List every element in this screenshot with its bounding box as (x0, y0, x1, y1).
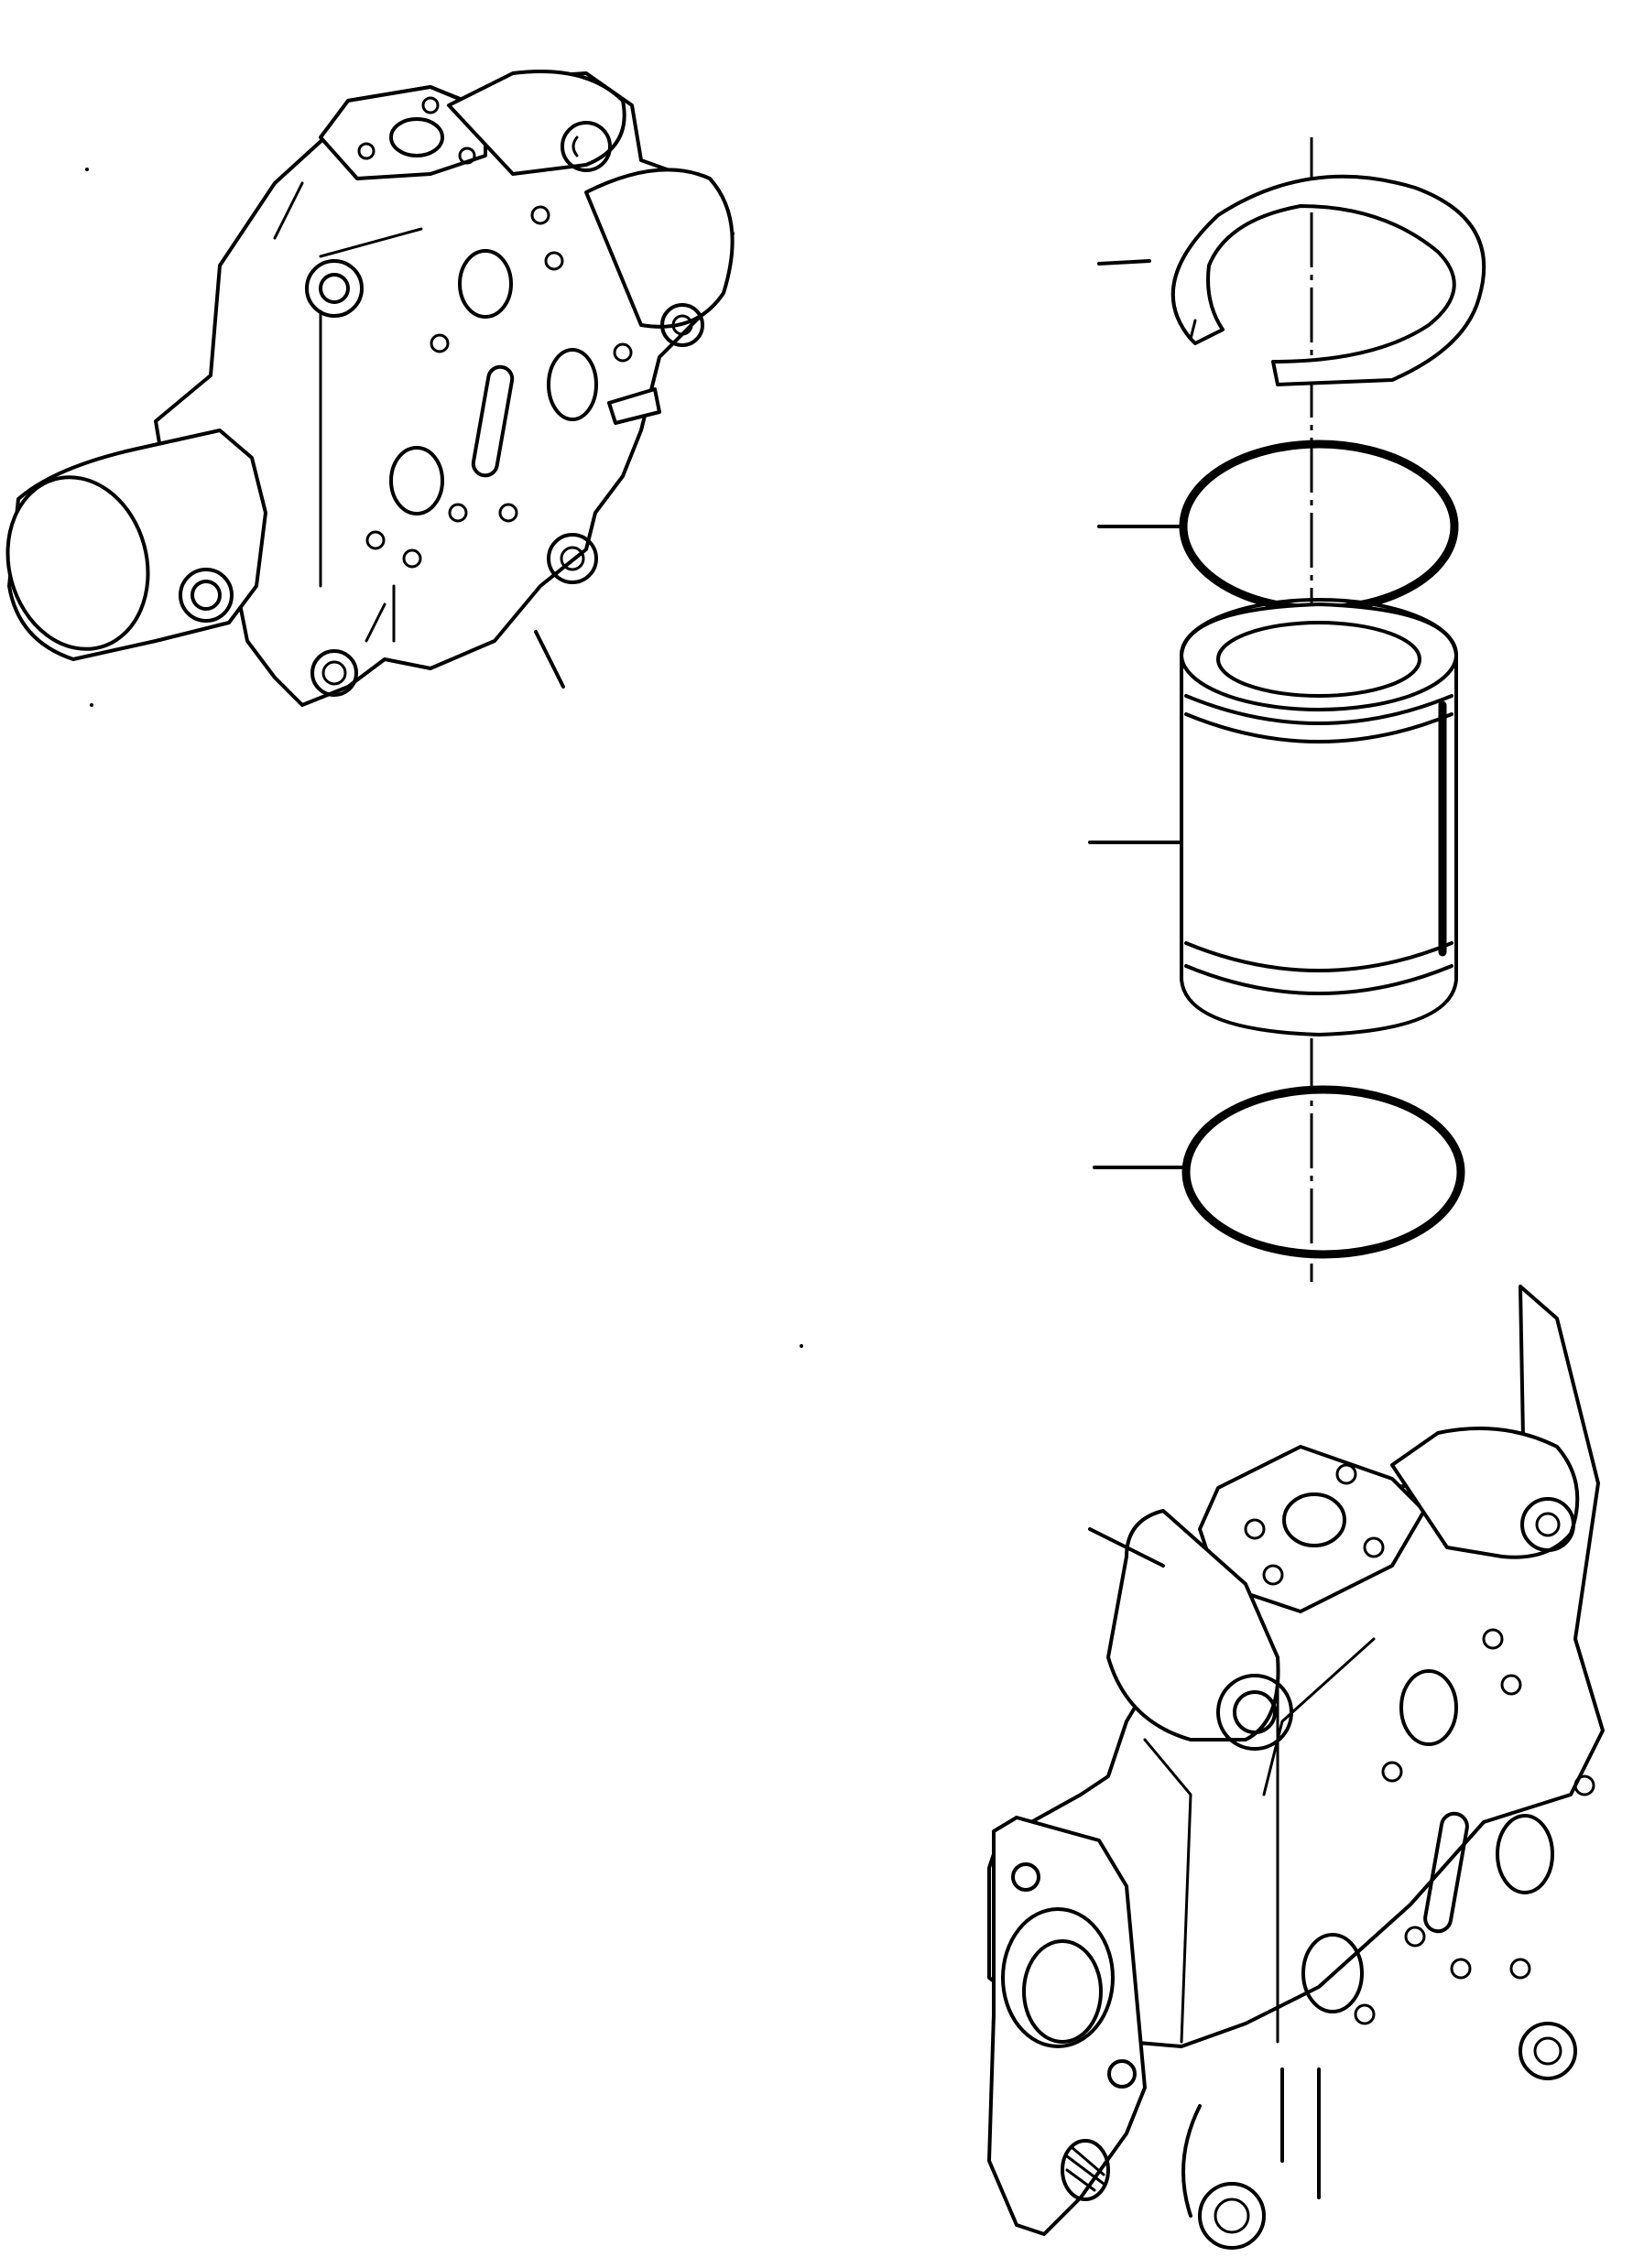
o-ring-upper (1097, 439, 1459, 613)
valve-body-front-view (987, 1285, 1605, 2250)
snap-ring-leader (1097, 259, 1151, 266)
o-ring-lower (1093, 1085, 1465, 1259)
sleeve (1088, 598, 1458, 1036)
valve-body-rear-view (5, 70, 735, 707)
valve-body-front-leader (1088, 1527, 1165, 1568)
snap-ring (1097, 174, 1486, 386)
